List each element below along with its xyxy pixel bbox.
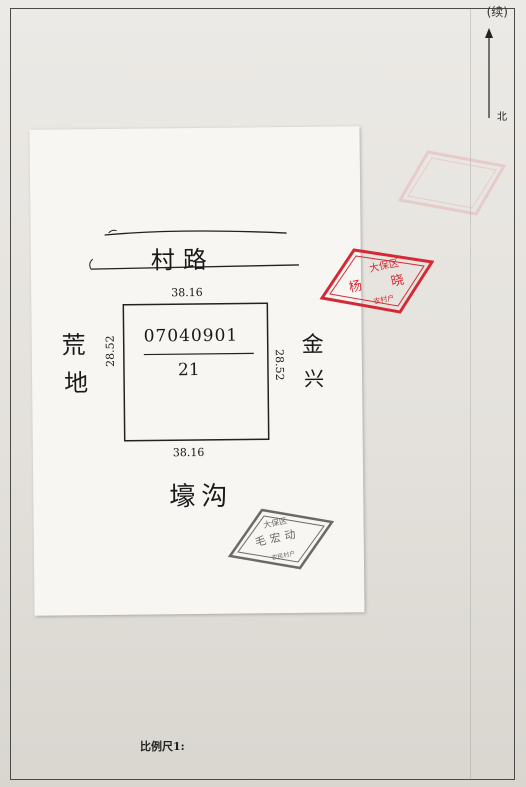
parcel-number: 21 — [177, 359, 200, 381]
east-label-1: 金 — [301, 332, 324, 358]
west-label-2: 地 — [63, 369, 89, 398]
red-seal-stamp: 大保区 杨 晓 农村户 — [318, 248, 435, 314]
dimension-bottom: 38.16 — [172, 445, 205, 460]
east-label-2: 兴 — [303, 366, 325, 391]
parcel-code: 07040901 — [143, 325, 239, 347]
dimension-top: 38.16 — [171, 285, 203, 300]
west-label-1: 荒 — [61, 331, 86, 360]
pasted-sketch-sheet: 村路 38.16 38.16 28.52 28.52 07040901 21 荒… — [29, 126, 365, 616]
parcel-sketch-drawing — [89, 229, 299, 442]
grey-stamp-line1: 大保区 — [262, 515, 288, 530]
red-stamp-line3: 晓 — [390, 273, 406, 290]
south-label: 壕沟 — [169, 481, 234, 513]
dimension-left: 28.52 — [103, 335, 117, 367]
corner-annotation: (续) — [486, 5, 508, 19]
grey-seal-stamp: 大保区 毛宏动 农民村户 — [226, 508, 335, 570]
red-stamp-line4: 农村户 — [373, 293, 395, 306]
north-arrow-icon — [485, 28, 493, 118]
red-stamp-line2: 杨 — [348, 279, 364, 296]
north-label: 北 — [497, 112, 507, 123]
dimension-right: 28.52 — [272, 349, 287, 381]
scale-label: 比例尺1: — [140, 740, 185, 753]
faint-stamp-ghost — [398, 150, 506, 216]
faint-vertical-line — [470, 8, 471, 780]
grey-stamp-line2: 毛宏动 — [254, 526, 301, 549]
page-border-frame: (续) — [10, 5, 515, 780]
road-label: 村路 — [150, 245, 215, 275]
